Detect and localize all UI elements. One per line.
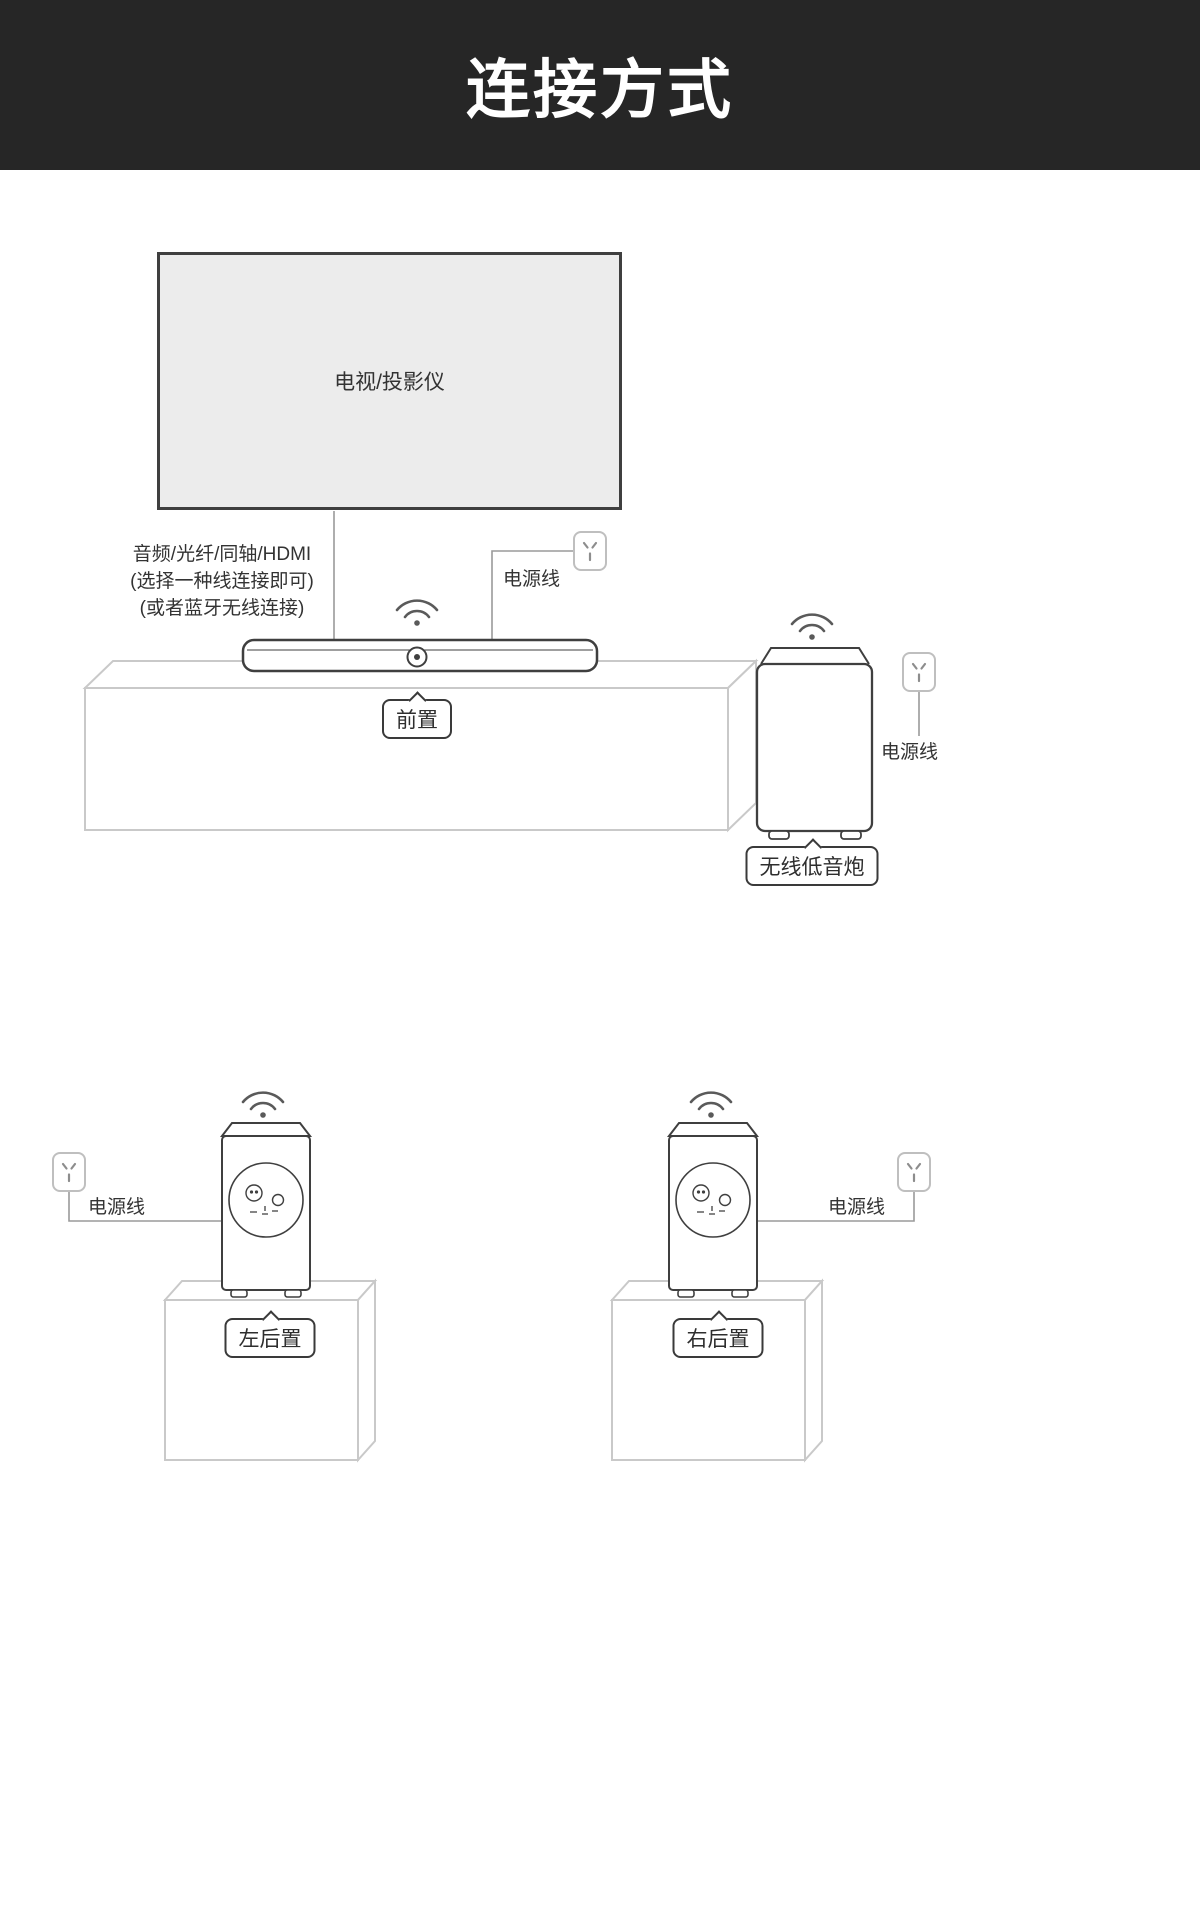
rear-left-position-bubble: 左后置	[224, 1318, 316, 1358]
subwoofer-power-label: 电源线	[881, 742, 939, 763]
tv-projector-box: 电视/投影仪	[157, 252, 622, 510]
subwoofer-body	[755, 662, 874, 833]
audio-cable-note-line2: (选择一种线连接即可)	[130, 571, 314, 592]
soundbar	[241, 638, 599, 673]
rear-left-wifi-icon	[241, 1091, 285, 1120]
section-title: 连接方式	[466, 54, 734, 126]
subwoofer-foot-left	[768, 830, 790, 840]
soundbar-position-bubble: 前置	[382, 699, 452, 739]
subwoofer-top	[760, 647, 870, 665]
audio-cable-note-line3: (或者蓝牙无线连接)	[139, 598, 305, 619]
rear-left-stand-front	[164, 1299, 359, 1461]
rear-left-stand	[162, 1278, 378, 1463]
rear-left-power-line	[68, 1192, 221, 1222]
rear-right-power-label: 电源线	[828, 1197, 886, 1218]
rear-right-stand-side	[804, 1278, 823, 1463]
subwoofer	[755, 647, 874, 840]
rear-right-stand	[609, 1278, 825, 1463]
rear-right-speaker	[668, 1122, 758, 1298]
rear-right-position-bubble: 右后置	[672, 1318, 764, 1358]
cables	[68, 511, 920, 1222]
audio-cable-note-line1: 音频/光纤/同轴/HDMI	[132, 544, 312, 565]
rear-right-wifi-icon	[689, 1091, 733, 1120]
rear-left-power-outlet-icon	[51, 1151, 87, 1193]
subwoofer-wifi-icon	[790, 613, 834, 642]
rear-left-power-label: 电源线	[88, 1197, 146, 1218]
soundbar-power-label: 电源线	[503, 569, 561, 590]
soundbar-power-outlet-icon	[572, 530, 608, 572]
tv-projector-label: 电视/投影仪	[334, 371, 445, 394]
audio-cable-note: 音频/光纤/同轴/HDMI (选择一种线连接即可) (或者蓝牙无线连接)	[106, 541, 338, 622]
rear-left-stand-side	[357, 1278, 376, 1463]
tv-cabinet	[82, 658, 759, 833]
section-banner: 连接方式	[0, 0, 1200, 170]
rear-left-speaker	[221, 1122, 311, 1298]
subwoofer-position-bubble: 无线低音炮	[745, 846, 879, 886]
soundbar-power-line	[491, 550, 574, 639]
tv-cabinet-side	[727, 658, 757, 833]
rear-right-power-line	[758, 1192, 915, 1222]
soundbar-wifi-icon	[395, 599, 439, 628]
soundbar-lens-dot	[414, 654, 420, 660]
subwoofer-foot-right	[840, 830, 862, 840]
subwoofer-power-outlet-icon	[901, 651, 937, 693]
rear-right-power-outlet-icon	[896, 1151, 932, 1193]
